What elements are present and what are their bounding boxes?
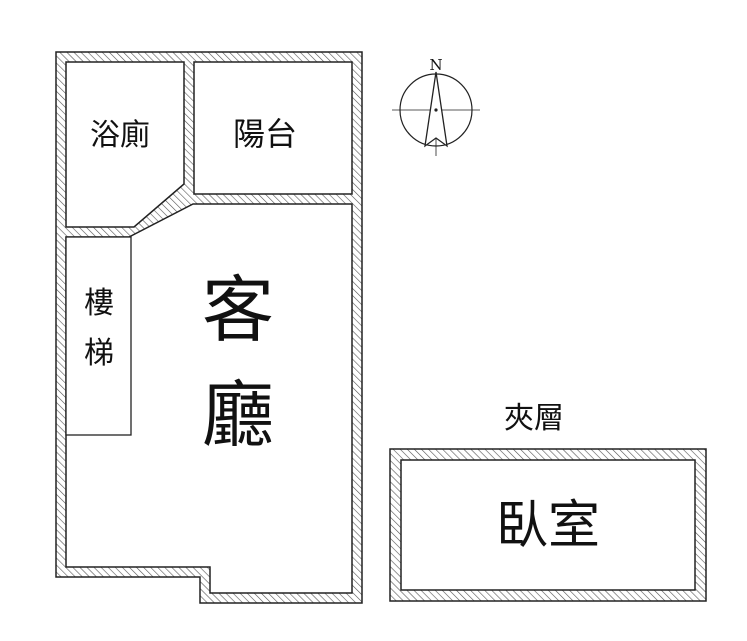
bathroom-room — [65, 61, 185, 228]
bedroom-unit-walls — [389, 448, 707, 602]
bathroom-label: 浴廁 — [90, 118, 150, 153]
balcony-room — [193, 61, 353, 195]
bedroom-label: 臥室 — [496, 496, 600, 556]
mezzanine-label: 夾層 — [504, 401, 564, 436]
living-room-label-bottom: 廳 — [202, 373, 274, 457]
living-room-label-top: 客 — [202, 268, 274, 352]
living-room — [65, 203, 353, 594]
stairs-room — [65, 236, 132, 436]
compass-center-dot — [434, 108, 438, 112]
north-compass-icon: N — [392, 56, 480, 156]
stairs-label-top: 樓 — [84, 286, 114, 321]
stairs-label-bottom: 梯 — [84, 336, 114, 371]
bedroom-room — [400, 459, 696, 591]
main-unit-walls — [55, 51, 363, 604]
balcony-label: 陽台 — [233, 115, 297, 153]
compass-north-label: N — [429, 56, 442, 74]
